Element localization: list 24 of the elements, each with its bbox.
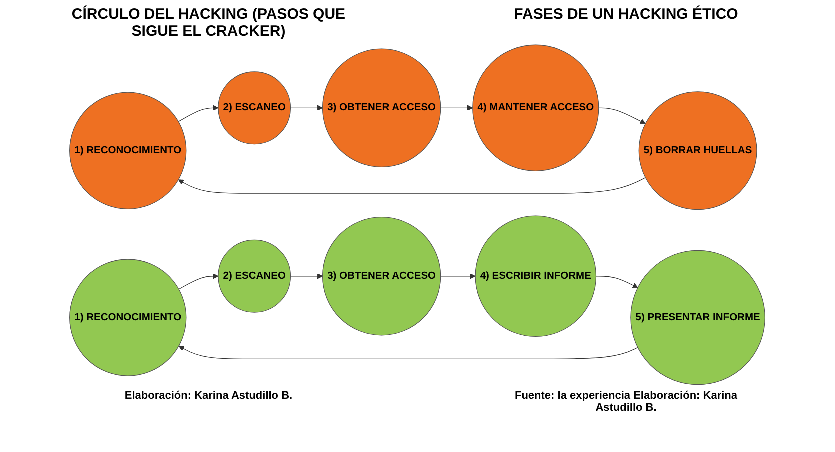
node-circle: 1) RECONOCIMIENTO	[70, 259, 187, 376]
arrow	[178, 346, 638, 360]
arrow	[290, 274, 324, 280]
node-circle: 2) ESCANEO	[218, 72, 292, 145]
arrow	[440, 274, 476, 280]
node-circle: 5) PRESENTAR INFORME	[630, 250, 766, 386]
arrow	[178, 105, 219, 122]
arrow	[290, 105, 324, 111]
node-circle: 3) OBTENER ACCESO	[322, 217, 442, 336]
node-circle: 4) MANTENER ACCESO	[472, 44, 600, 172]
diagram-heading: CÍRCULO DEL HACKING (PASOS QUE SIGUE EL CRACKER)	[70, 6, 347, 40]
arrow	[440, 105, 474, 111]
diagram-heading: FASES DE UN HACKING ÉTICO	[513, 6, 740, 25]
source-note: Elaboración: Karina Astudillo B.	[124, 390, 294, 404]
node-circle: 2) ESCANEO	[218, 240, 292, 313]
node-circle: 3) OBTENER ACCESO	[322, 48, 442, 168]
node-circle: 1) RECONOCIMIENTO	[70, 92, 187, 210]
arrow	[178, 274, 219, 290]
arrow	[178, 177, 646, 194]
arrow	[596, 276, 638, 288]
source-note: Fuente: la experiencia Elaboración: Karina Astudillo B.	[514, 390, 738, 414]
arrow	[598, 108, 646, 124]
node-circle: 4) ESCRIBIR INFORME	[475, 216, 597, 338]
node-circle: 5) BORRAR HUELLAS	[638, 92, 758, 210]
